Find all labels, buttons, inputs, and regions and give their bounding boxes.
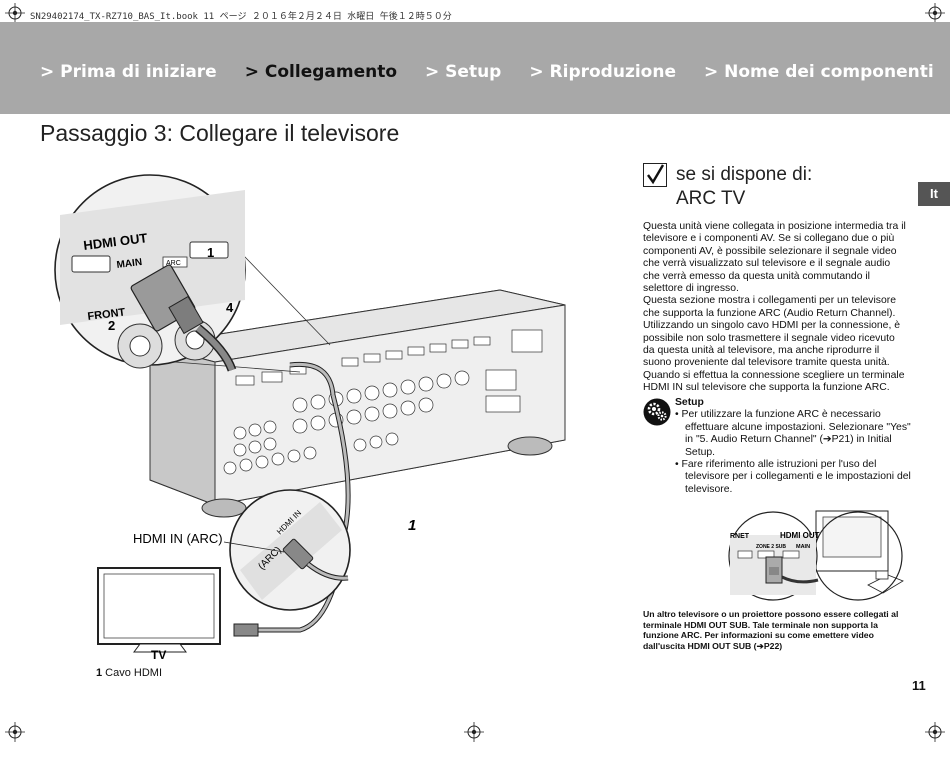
page-number: 11 (912, 678, 926, 693)
gear-icon (643, 398, 671, 426)
requirement-line2: ARC TV (676, 188, 746, 209)
page-title: Passaggio 3: Collegare il televisore (40, 120, 400, 146)
port-number-4: 4 (226, 300, 234, 315)
language-tab: It (918, 182, 950, 206)
footnote-number: 1 (96, 667, 103, 679)
thumb-rnet-label: RNET (730, 533, 750, 540)
nav-item-prima-di-iniziare[interactable]: > Prima di iniziare (40, 62, 217, 82)
connection-diagram: HDMI OUT MAIN ARC 1 FRONT 2 4 1 HDMI IN … (54, 174, 566, 662)
cable-number-label: 1 (408, 517, 416, 534)
nav-item-collegamento[interactable]: > Collegamento (244, 62, 398, 82)
port-number-2: 2 (108, 318, 115, 333)
registration-mark-icon (464, 722, 484, 742)
header-band (0, 22, 950, 114)
tv-label: TV (151, 648, 166, 662)
tv-illustration: TV (97, 567, 221, 662)
front-label: FRONT (87, 306, 126, 323)
checkmark-icon (643, 163, 667, 187)
thumb-main-label: MAIN (796, 544, 810, 550)
hdmi-in-arc-label: HDMI IN (ARC) (133, 531, 223, 546)
body-text: Questa unità viene collegata in posizion… (643, 221, 908, 395)
setup-block: Setup • Per utilizzare la funzione ARC è… (675, 397, 915, 496)
thumb-hdmi-out-label: HDMI OUT (780, 531, 820, 540)
av-receiver (149, 289, 566, 518)
requirement-line1: se si dispone di: (676, 164, 813, 185)
registration-mark-icon (5, 3, 25, 23)
registration-mark-icon (925, 3, 945, 23)
thumb-zone2-sub-label: ZONE 2 SUB (756, 544, 786, 550)
hdmi-out-zoom: HDMI OUT MAIN ARC 1 FRONT 2 4 (54, 174, 331, 373)
tv-port-zoom: HDMI IN (ARC) (229, 489, 351, 611)
body-paragraph: Questa sezione mostra i collegamenti per… (643, 295, 901, 369)
arc-label: ARC (166, 260, 181, 267)
nav-item-riproduzione[interactable]: > Riproduzione (529, 62, 676, 82)
caption: Un altro televisore o un proiettore poss… (643, 609, 899, 652)
registration-mark-icon (925, 722, 945, 742)
body-paragraph: Quando si effettua la connessione scegli… (643, 369, 905, 394)
body-paragraph: Questa unità viene collegata in posizion… (643, 221, 906, 295)
setup-title: Setup (675, 397, 704, 408)
nav-item-setup[interactable]: > Setup (425, 62, 502, 82)
print-mark: SN29402174_TX-RZ710_BAS_It.book 11 ページ ２… (30, 12, 452, 22)
nav-item-nome-dei-componenti[interactable]: > Nome dei componenti (703, 62, 934, 82)
setup-bullet: • Per utilizzare la funzione ARC è neces… (675, 409, 911, 458)
section-nav: > Prima di iniziare > Collegamento > Set… (40, 62, 934, 82)
main-label: MAIN (116, 257, 143, 271)
registration-mark-icon (5, 722, 25, 742)
setup-bullet: • Fare riferimento alle istruzioni per l… (675, 459, 911, 495)
footnote: 1 Cavo HDMI (96, 667, 162, 679)
port-number-1: 1 (207, 245, 214, 260)
hdmi-out-sub-illustration: HDMI OUT ZONE 2 SUB MAIN RNET (728, 510, 904, 601)
footnote-text: Cavo HDMI (102, 667, 163, 679)
